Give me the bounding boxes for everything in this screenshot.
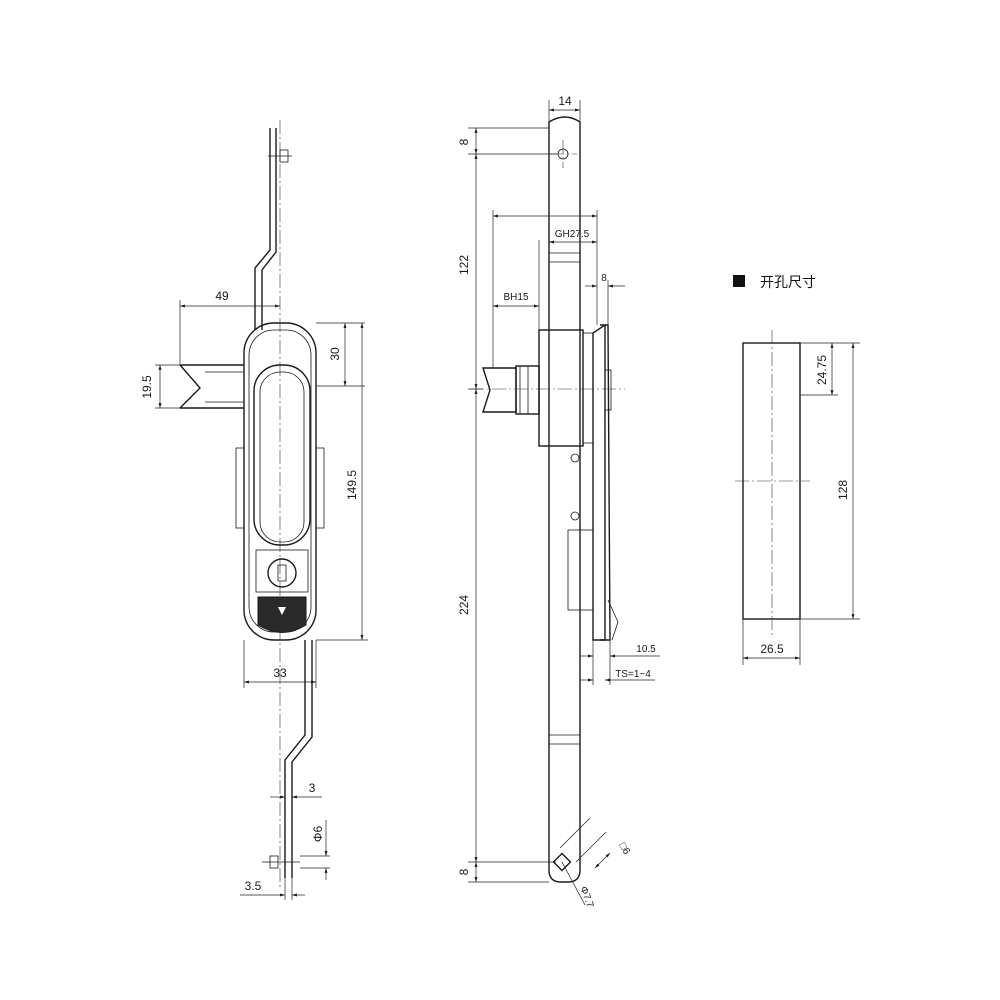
dim-24-75: 24.75 (815, 355, 829, 385)
dim-49: 49 (215, 289, 229, 303)
front-view: 49 30 149.5 19.5 33 3 Φ6 3.5 (140, 120, 368, 900)
dim-19-5: 19.5 (140, 375, 154, 399)
dim-8-bottom: 8 (457, 868, 471, 875)
dim-3: 3 (309, 781, 316, 795)
dim-gh27-5: GH27.5 (555, 229, 590, 240)
dim-14: 14 (558, 94, 572, 108)
title-square-icon (733, 275, 745, 287)
dim-8-top: 8 (457, 138, 471, 145)
dim-128: 128 (836, 480, 850, 500)
dim-30: 30 (328, 347, 342, 361)
dim-phi6: Φ6 (311, 826, 325, 843)
dim-phi7-7: Φ7.7 (577, 885, 595, 910)
dim-26-5: 26.5 (760, 642, 784, 656)
dim-3-5: 3.5 (245, 879, 262, 893)
dim-ts: TS=1~4 (615, 669, 651, 680)
cutout-view: 开孔尺寸 24.75 128 26.5 (733, 275, 860, 665)
dim-10-5: 10.5 (636, 644, 656, 655)
dim-bh15: BH15 (503, 292, 528, 303)
dim-224: 224 (457, 595, 471, 615)
dim-8-right: 8 (601, 273, 607, 284)
dim-33: 33 (273, 666, 287, 680)
dim-122: 122 (457, 255, 471, 275)
dim-149-5: 149.5 (345, 470, 359, 500)
cutout-title: 开孔尺寸 (760, 275, 816, 291)
dim-square-6: □6 (616, 841, 632, 857)
side-view: 14 8 122 224 8 GH27.5 BH15 8 (457, 94, 660, 910)
